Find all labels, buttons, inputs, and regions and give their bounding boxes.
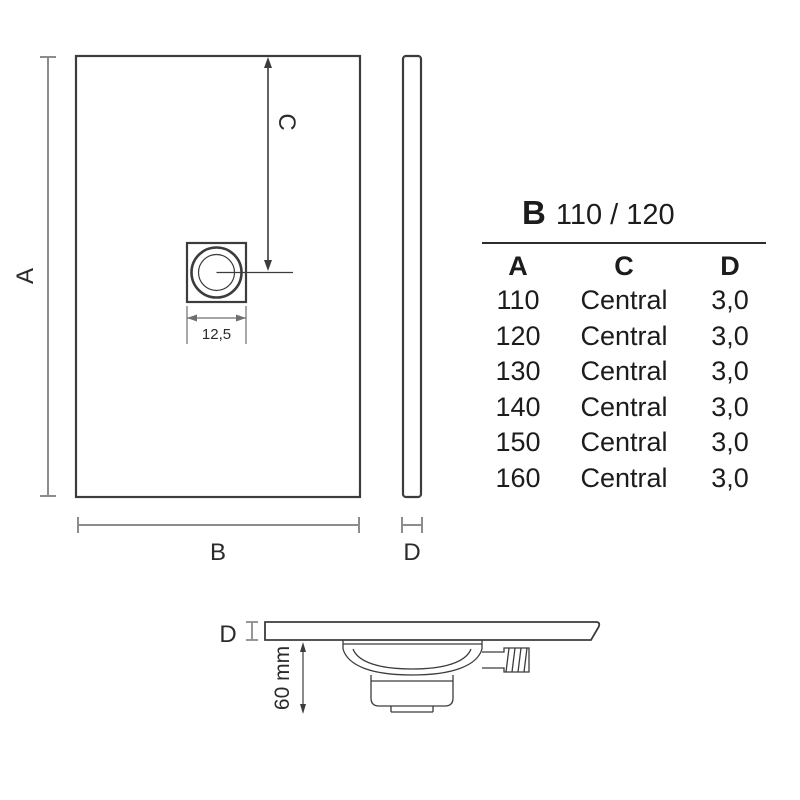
cell-a: 160 <box>495 462 541 493</box>
cell-c: Central <box>580 427 668 457</box>
spec-title-value: 110 / 120 <box>555 199 675 231</box>
height-arrow-top <box>300 642 306 652</box>
cell-d: 3,0 <box>711 462 749 493</box>
label-drain-width: 12,5 <box>202 326 231 343</box>
section-view-drawing: D <box>219 621 601 714</box>
dimension-d <box>401 517 423 533</box>
cell-d: 3,0 <box>711 391 749 422</box>
cell-a: 130 <box>495 356 541 386</box>
label-side-d: D <box>403 539 420 566</box>
section-dimension-d <box>246 621 258 641</box>
spec-title-key: B <box>522 194 546 231</box>
spec-table: B 110 / 120 A C D 110 Central 3,0 120 Cen… <box>482 194 766 496</box>
label-c: C <box>273 113 300 130</box>
section-label-d: D <box>219 621 236 648</box>
drain-siphon-assembly <box>342 640 530 713</box>
label-a: A <box>12 268 39 284</box>
cell-a: 140 <box>495 391 541 422</box>
plan-view-drawing: A C 12,5 <box>12 54 423 566</box>
cell-d: 3,0 <box>711 427 749 457</box>
spec-table-rule <box>482 242 766 244</box>
height-arrow-bottom <box>300 704 306 714</box>
dimension-c-arrow-top <box>264 57 272 68</box>
cell-a: 110 <box>496 285 540 315</box>
column-header-d: D <box>720 251 740 281</box>
label-b: B <box>210 539 226 566</box>
column-header-c: C <box>614 251 634 281</box>
cell-c: Central <box>580 320 668 351</box>
dimension-drain-arrow-left <box>187 314 197 322</box>
cell-c: Central <box>580 391 668 422</box>
dimension-a <box>40 56 56 497</box>
cell-a: 120 <box>495 320 541 351</box>
tray-outline-side <box>401 54 423 499</box>
dimension-drain-arrow-right <box>236 314 246 322</box>
dimension-b <box>77 517 360 533</box>
cell-d: 3,0 <box>711 356 749 386</box>
cell-a: 150 <box>495 427 541 457</box>
column-header-a: A <box>508 251 528 281</box>
cell-c: Central <box>580 462 668 493</box>
cell-c: Central <box>580 285 668 315</box>
cell-d: 3,0 <box>711 285 749 315</box>
tray-section-profile <box>264 621 601 641</box>
cell-c: Central <box>580 356 668 386</box>
spec-table-title: B 110 / 120 <box>482 194 766 232</box>
spec-table-grid: A C D 110 Central 3,0 120 Central 3,0 13… <box>482 244 766 496</box>
label-height: 60 mm <box>271 646 294 710</box>
dimension-c-arrow-bottom <box>264 260 272 271</box>
cell-d: 3,0 <box>711 320 749 351</box>
drain-plan <box>185 241 293 304</box>
